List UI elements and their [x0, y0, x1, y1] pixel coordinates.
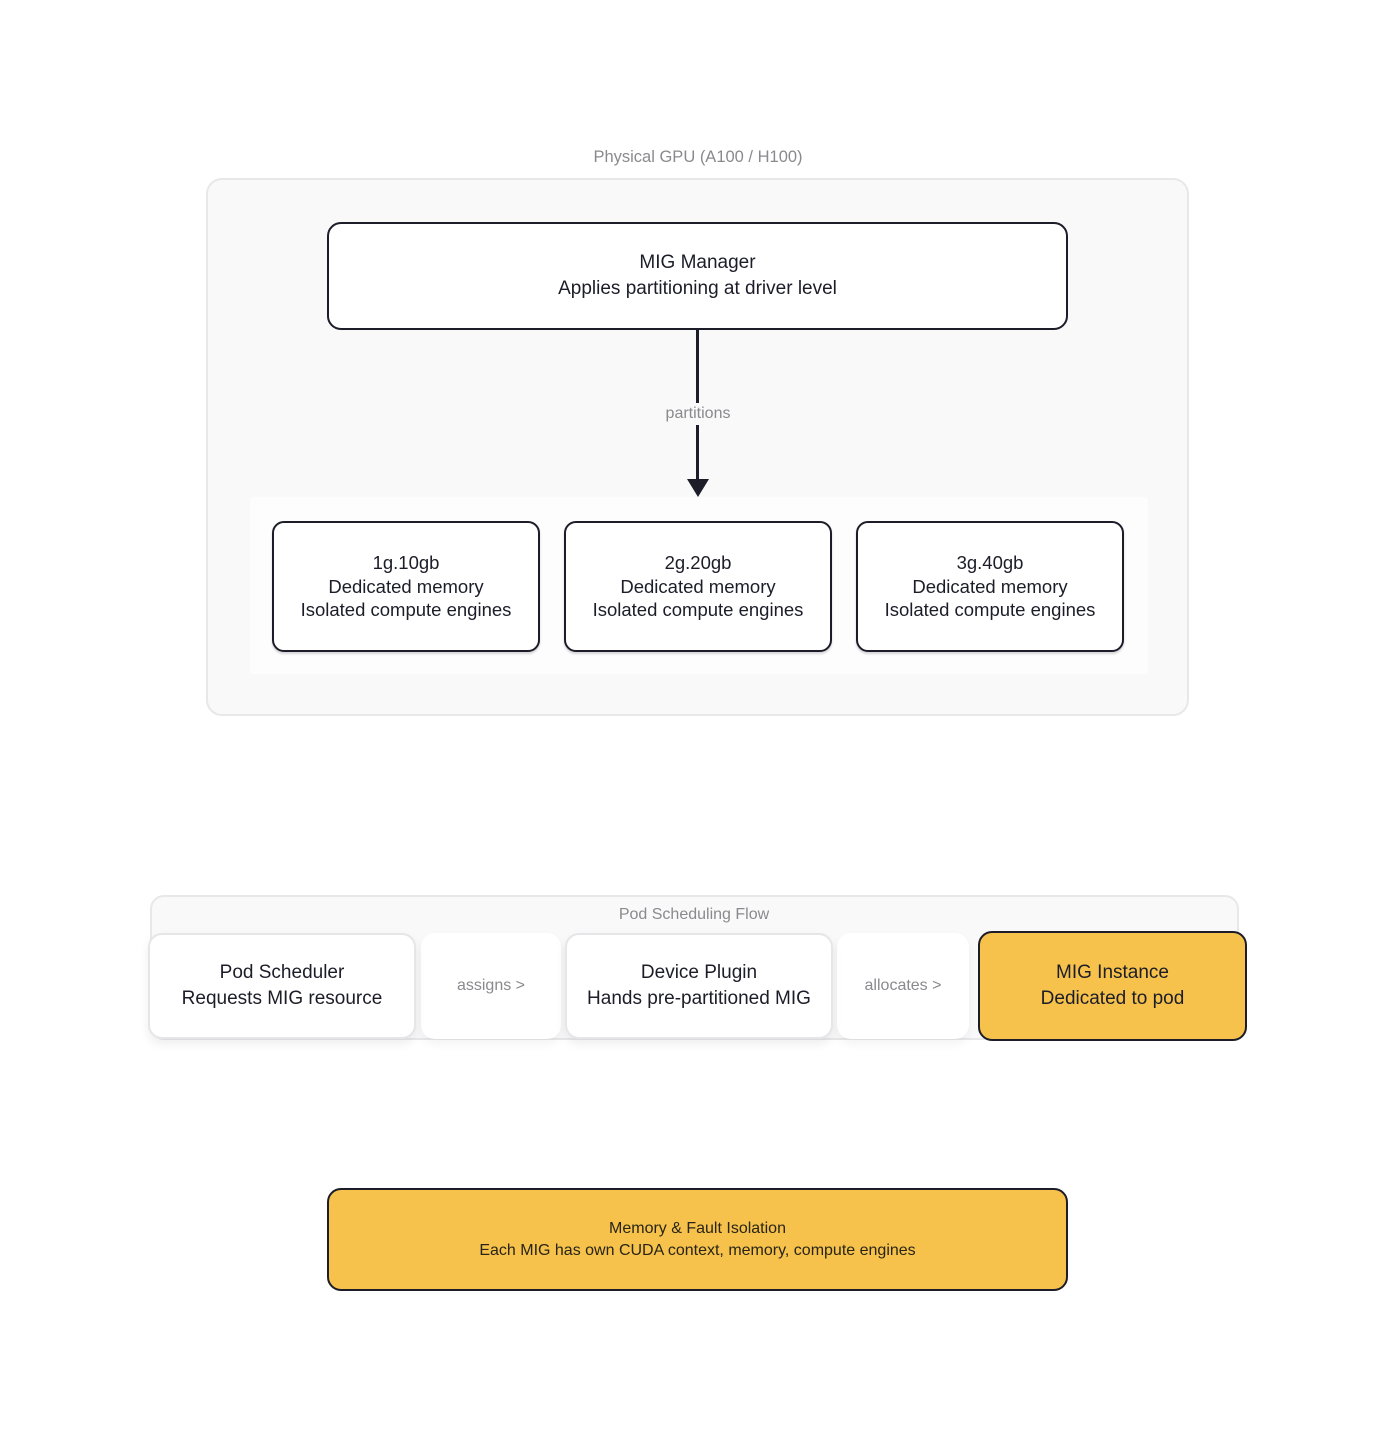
device-plugin-subtitle: Hands pre-partitioned MIG: [587, 988, 811, 1009]
mig-instance-subtitle: Dedicated to pod: [1040, 988, 1185, 1009]
partition-name: 1g.10gb: [372, 552, 440, 574]
edge-label-allocates: allocates >: [837, 933, 969, 1039]
edge-label-allocates-text: allocates >: [864, 977, 942, 994]
mig-manager-subtitle: Applies partitioning at driver level: [558, 278, 837, 299]
partition-name: 2g.20gb: [664, 552, 732, 574]
mig-partition-node-2g20gb: 2g.20gb Dedicated memory Isolated comput…: [564, 521, 832, 652]
mig-manager-title: MIG Manager: [639, 252, 756, 273]
isolation-title: Memory & Fault Isolation: [609, 1219, 786, 1237]
partition-memory-line: Dedicated memory: [328, 575, 484, 597]
pod-scheduler-title: Pod Scheduler: [219, 962, 345, 983]
device-plugin-title: Device Plugin: [640, 962, 758, 983]
partition-compute-line: Isolated compute engines: [592, 599, 804, 621]
partition-compute-line: Isolated compute engines: [884, 599, 1096, 621]
mig-instance-title: MIG Instance: [1056, 962, 1169, 983]
pod-scheduling-flow-title: Pod Scheduling Flow: [618, 906, 770, 923]
partitions-arrowhead-icon: [687, 479, 709, 497]
edge-label-assigns: assigns >: [421, 933, 561, 1039]
memory-fault-isolation-banner: Memory & Fault Isolation Each MIG has ow…: [327, 1188, 1068, 1291]
mig-partition-node-1g10gb: 1g.10gb Dedicated memory Isolated comput…: [272, 521, 540, 652]
mig-manager-node: MIG Manager Applies partitioning at driv…: [327, 222, 1068, 330]
mig-instance-node: MIG Instance Dedicated to pod: [978, 931, 1247, 1041]
partitions-arrow-label: partitions: [657, 403, 739, 425]
edge-label-assigns-text: assigns >: [456, 977, 526, 994]
partition-memory-line: Dedicated memory: [912, 575, 1068, 597]
pod-scheduler-node: Pod Scheduler Requests MIG resource: [148, 933, 416, 1039]
partition-memory-line: Dedicated memory: [620, 575, 776, 597]
partition-name: 3g.40gb: [956, 552, 1024, 574]
partition-compute-line: Isolated compute engines: [300, 599, 512, 621]
physical-gpu-title: Physical GPU (A100 / H100): [593, 148, 803, 166]
mig-partition-node-3g40gb: 3g.40gb Dedicated memory Isolated comput…: [856, 521, 1124, 652]
isolation-subtitle: Each MIG has own CUDA context, memory, c…: [479, 1241, 916, 1259]
pod-scheduler-subtitle: Requests MIG resource: [181, 988, 383, 1009]
device-plugin-node: Device Plugin Hands pre-partitioned MIG: [565, 933, 833, 1039]
